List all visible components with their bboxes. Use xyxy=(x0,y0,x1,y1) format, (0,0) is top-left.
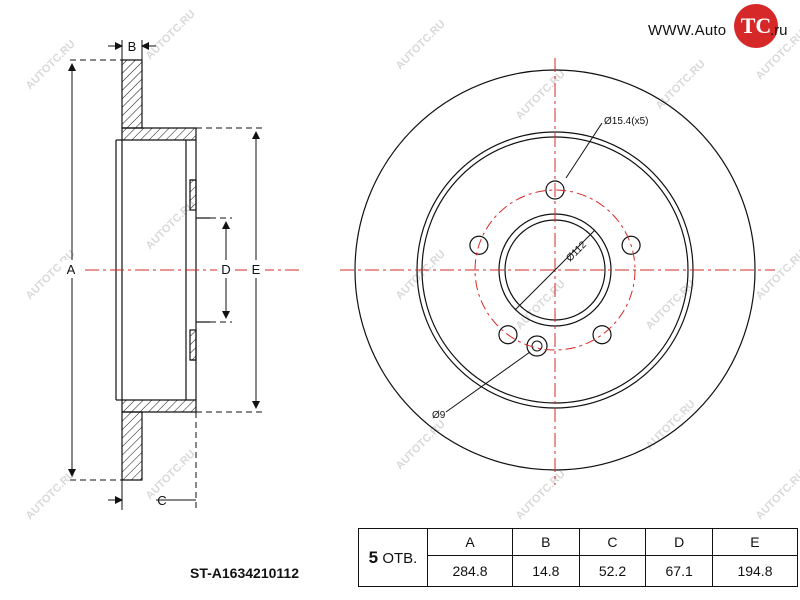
watermark-text: AUTOTC.RU xyxy=(754,248,800,302)
pcd-label: Ø112 xyxy=(564,239,589,264)
value-c: 52.2 xyxy=(578,555,647,587)
watermark-text: AUTOTC.RU xyxy=(514,468,568,522)
hole-leader xyxy=(565,122,603,179)
watermark-text: AUTOTC.RU xyxy=(394,248,448,302)
brand-site-prefix: WWW.Auto xyxy=(648,22,727,39)
spec-table: 5 ОТВ. A B C D E 284.8 14.8 52.2 67.1 19… xyxy=(358,528,799,587)
brand-logo-icon: TC xyxy=(734,4,778,48)
spec-table-values-row: 284.8 14.8 52.2 67.1 194.8 xyxy=(359,555,799,587)
col-header-c: C xyxy=(578,528,647,556)
dim-label-b: B xyxy=(128,39,137,54)
hole-diameter-label: Ø15.4(x5) xyxy=(604,116,648,127)
watermark-text: AUTOTC.RU xyxy=(514,68,568,122)
watermark-text: AUTOTC.RU xyxy=(644,398,698,452)
dim-label-a: A xyxy=(67,262,76,277)
part-number: ST-A1634210112 xyxy=(190,565,299,581)
value-e: 194.8 xyxy=(711,555,799,587)
spec-table-header-row: 5 ОТВ. A B C D E xyxy=(358,528,799,587)
value-b: 14.8 xyxy=(512,555,580,587)
dim-label-c: C xyxy=(157,493,166,508)
dim-label-d: D xyxy=(221,262,230,277)
bolt-hole xyxy=(592,325,612,345)
pin-diameter-label: Ø9 xyxy=(432,410,446,421)
pcd-circle xyxy=(474,189,636,351)
pin-leader xyxy=(445,351,531,413)
pin-hole xyxy=(531,340,543,352)
value-d: 67.1 xyxy=(645,555,713,587)
col-header-a: A xyxy=(426,528,514,556)
watermark-text: AUTOTC.RU xyxy=(144,8,198,62)
watermark-text: AUTOTC.RU xyxy=(754,468,800,522)
holes-unit: ОТВ. xyxy=(382,549,418,567)
watermark-text: AUTOTC.RU xyxy=(144,448,198,502)
watermark-text: AUTOTC.RU xyxy=(394,418,448,472)
watermark-text: AUTOTC.RU xyxy=(644,278,698,332)
dim-label-e: E xyxy=(252,262,261,277)
col-header-d: D xyxy=(645,528,713,556)
watermark-text: AUTOTC.RU xyxy=(24,468,78,522)
watermark-text: AUTOTC.RU xyxy=(654,58,708,112)
holes-cell: 5 ОТВ. xyxy=(358,528,428,587)
value-a: 284.8 xyxy=(426,555,514,587)
brand-site-suffix: .ru xyxy=(770,22,788,39)
watermark-text: AUTOTC.RU xyxy=(24,38,78,92)
front-centerlines xyxy=(340,58,775,485)
pin-hole-outer xyxy=(526,335,548,357)
col-header-b: B xyxy=(512,528,580,556)
col-header-e: E xyxy=(711,528,799,556)
watermark-text: AUTOTC.RU xyxy=(394,18,448,72)
holes-count: 5 xyxy=(368,547,379,567)
